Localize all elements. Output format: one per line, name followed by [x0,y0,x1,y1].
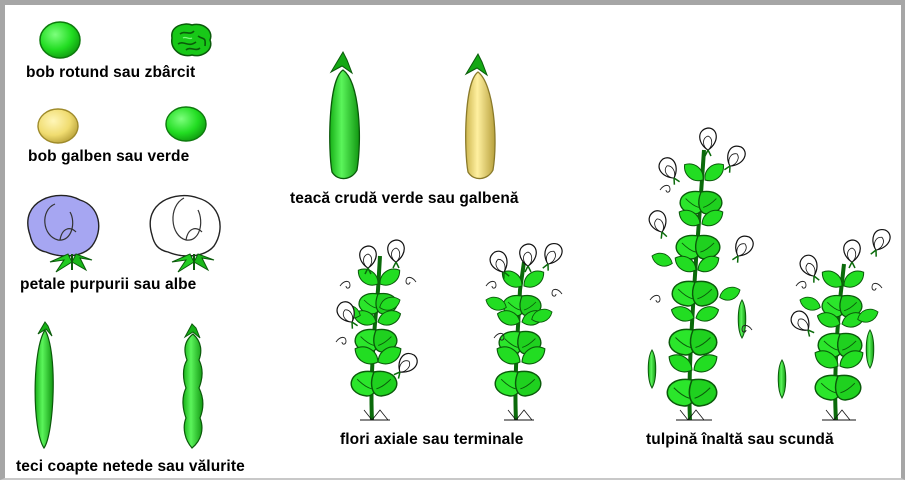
unripe-pod-label: teacă crudă verde sau galbenă [290,190,519,208]
tall-plant-icon [647,128,756,420]
round-seed-icon [40,22,80,58]
short-plant-icon [778,227,893,420]
white-flower-icon [150,196,220,272]
green-unripe-pod-icon [330,52,360,179]
petal-color-label: petale purpurii sau albe [20,276,196,294]
green-seed-icon [166,107,206,141]
smooth-pod-icon [35,322,53,448]
constricted-pod-icon [183,324,203,448]
ripe-pod-label: teci coapte netede sau vălurite [16,458,245,476]
seed-color-label: bob galben sau verde [28,148,189,166]
yellow-seed-icon [38,109,78,143]
terminal-flower-plant-icon [484,241,565,420]
wrinkled-seed-icon [172,24,211,56]
axial-flower-plant-icon [334,240,421,420]
yellow-unripe-pod-icon [466,54,495,179]
purple-flower-icon [28,195,99,272]
flower-position-label: flori axiale sau terminale [340,431,524,449]
seed-shape-label: bob rotund sau zbârcit [26,64,195,82]
stem-height-label: tulpină înaltă sau scundă [646,431,834,449]
